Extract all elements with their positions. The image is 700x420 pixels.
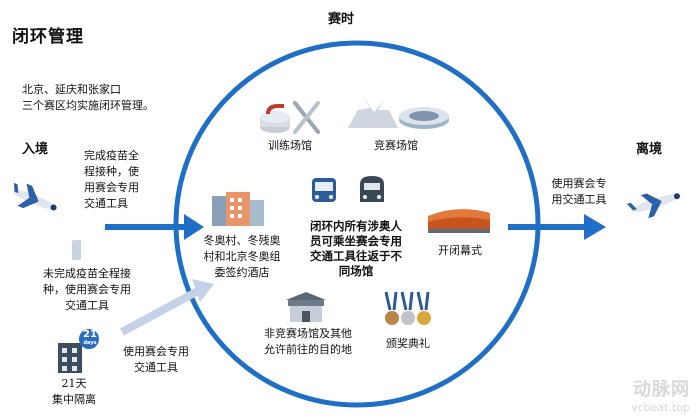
unvaccinated-line: 交通工具 bbox=[32, 298, 142, 314]
badge-unit: days bbox=[80, 340, 100, 346]
quarantine-line: 集中隔离 bbox=[46, 392, 102, 408]
village-line: 村和北京冬奥组 bbox=[200, 249, 284, 265]
vaccinated-line: 交通工具 bbox=[84, 196, 154, 212]
watermark-main: 动脉网 bbox=[631, 375, 690, 401]
watermark-sub: vcbeat.top bbox=[631, 401, 690, 414]
bus-icon bbox=[312, 178, 336, 202]
hotel-building-icon bbox=[212, 192, 264, 226]
badge-number: 21 bbox=[80, 330, 100, 340]
stage-icon bbox=[428, 209, 490, 233]
competition-venue-label: 竞赛场馆 bbox=[364, 138, 428, 154]
page-title: 闭环管理 bbox=[12, 22, 84, 47]
curling-stone-icon bbox=[260, 106, 290, 133]
exit-transport-line: 使用赛会专 bbox=[541, 176, 617, 192]
mountain-icon bbox=[348, 98, 398, 128]
center-line: 同场馆 bbox=[300, 264, 412, 279]
medals-icon bbox=[385, 292, 431, 325]
exit-transport-text: 使用赛会专 用交通工具 bbox=[541, 176, 617, 208]
center-line: 交通工具往返于不 bbox=[300, 249, 412, 264]
entry-split-connector bbox=[72, 240, 81, 260]
non-competition-line: 非竞赛场馆及其他 bbox=[256, 326, 360, 342]
shuttle-line: 交通工具 bbox=[116, 360, 196, 376]
medal-ceremony-label: 颁奖典礼 bbox=[380, 336, 436, 352]
training-venue-label: 训练场馆 bbox=[258, 138, 322, 154]
train-icon bbox=[360, 176, 384, 202]
airplane-icon bbox=[626, 184, 685, 224]
vaccinated-line: 完成疫苗全 bbox=[84, 148, 154, 164]
opening-ceremony-label: 开闭幕式 bbox=[430, 243, 490, 259]
unvaccinated-line: 种，使用赛会专用 bbox=[32, 282, 142, 298]
quarantine-label: 21天 集中隔离 bbox=[46, 376, 102, 408]
exit-arrow bbox=[508, 214, 606, 240]
entry-arrow bbox=[105, 214, 204, 240]
closed-loop-transport-note: 闭环内所有涉奥人 员可乘坐赛会专用 交通工具往返于不 同场馆 bbox=[300, 219, 412, 279]
stadium-icon bbox=[399, 107, 449, 129]
watermark: 动脉网 vcbeat.top bbox=[631, 375, 690, 414]
village-line: 委签约酒店 bbox=[200, 265, 284, 281]
exit-label: 离境 bbox=[636, 138, 662, 157]
intro-line: 三个赛区均实施闭环管理。 bbox=[22, 98, 182, 114]
center-line: 员可乘坐赛会专用 bbox=[300, 234, 412, 249]
unvaccinated-text: 未完成疫苗全程接 种，使用赛会专用 交通工具 bbox=[32, 266, 142, 314]
non-competition-label: 非竞赛场馆及其他 允许前往的目的地 bbox=[256, 326, 360, 358]
shuttle-line: 使用赛会专用 bbox=[116, 344, 196, 360]
shuttle-text: 使用赛会专用 交通工具 bbox=[116, 344, 196, 376]
entry-label: 入境 bbox=[22, 138, 48, 157]
intro-line: 北京、延庆和张家口 bbox=[22, 82, 182, 98]
quarantine-days-badge: 21 days bbox=[80, 330, 100, 346]
center-line: 闭环内所有涉奥人 bbox=[300, 219, 412, 234]
exit-transport-line: 用交通工具 bbox=[541, 192, 617, 208]
skis-icon bbox=[295, 103, 318, 132]
village-label: 冬奥村、冬残奥 村和北京冬奥组 委签约酒店 bbox=[200, 233, 284, 281]
village-line: 冬奥村、冬残奥 bbox=[200, 233, 284, 249]
during-games-label: 赛时 bbox=[328, 8, 354, 27]
airplane-icon bbox=[6, 179, 61, 220]
quarantine-line: 21天 bbox=[46, 376, 102, 392]
venue-building-icon bbox=[286, 292, 326, 322]
unvaccinated-line: 未完成疫苗全程接 bbox=[32, 266, 142, 282]
vaccinated-text: 完成疫苗全 程接种，使 用赛会专用 交通工具 bbox=[84, 148, 154, 212]
vaccinated-line: 用赛会专用 bbox=[84, 180, 154, 196]
intro-text: 北京、延庆和张家口 三个赛区均实施闭环管理。 bbox=[22, 82, 182, 114]
non-competition-line: 允许前往的目的地 bbox=[256, 342, 360, 358]
vaccinated-line: 程接种，使 bbox=[84, 164, 154, 180]
